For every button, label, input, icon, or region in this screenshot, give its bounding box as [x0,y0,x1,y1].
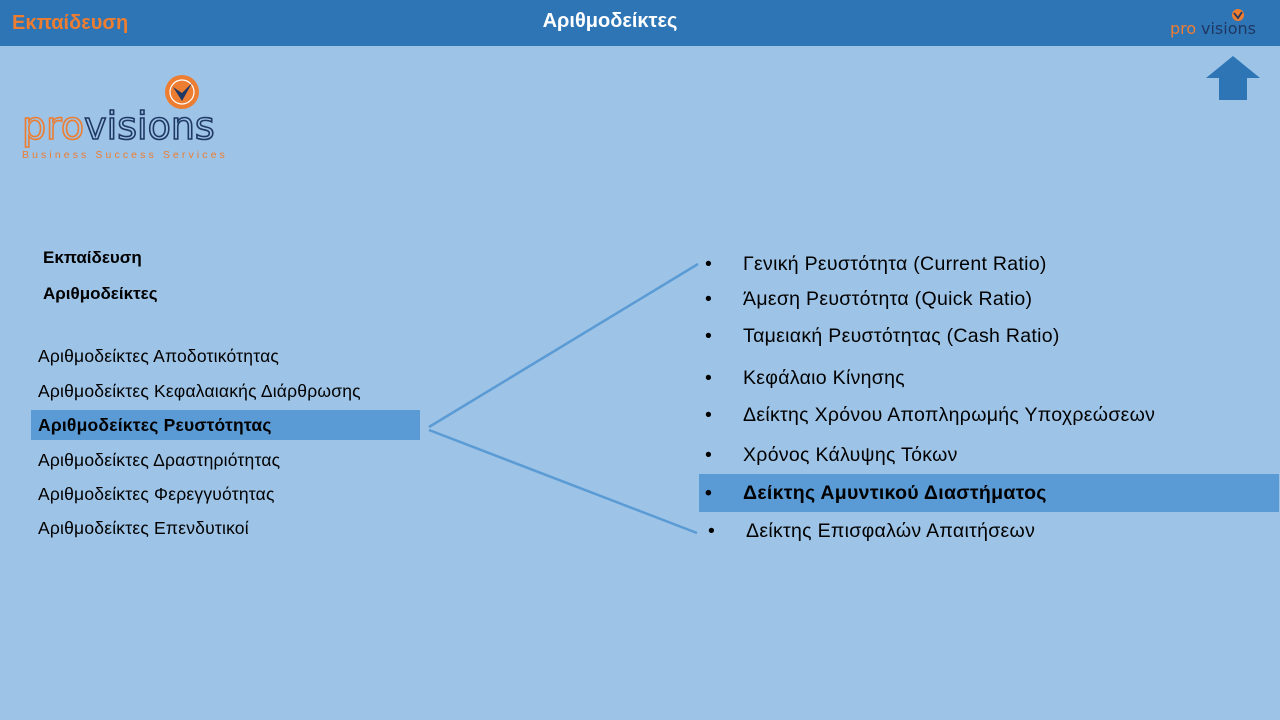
category-item-profitability[interactable]: Αριθμοδείκτες Αποδοτικότητας [38,346,280,366]
ratio-label: Ταμειακή Ρευστότητας (Cash Ratio) [743,325,1060,347]
bullet-icon: • [705,288,713,310]
logo-wordmark: provisions [21,104,215,148]
ratio-label: Γενική Ρευστότητα (Current Ratio) [743,253,1047,275]
ratio-label: Άμεση Ρευστότητα (Quick Ratio) [743,288,1033,310]
bullet-icon: • [705,253,713,275]
logo-tagline: Business Success Services [22,149,228,161]
category-item-investment[interactable]: Αριθμοδείκτες Επενδυτικοί [38,518,249,538]
bullet-icon: • [705,444,713,466]
breadcrumb-level2[interactable]: Αριθμοδείκτες [43,284,158,303]
ratio-label: Χρόνος Κάλυψης Τόκων [743,444,958,466]
breadcrumb-level1[interactable]: Εκπαίδευση [43,248,142,267]
category-item-activity[interactable]: Αριθμοδείκτες Δραστηριότητας [38,450,281,470]
category-item-liquidity[interactable]: Αριθμοδείκτες Ρευστότητας [31,410,420,440]
ratio-label: Δείκτης Αμυντικού Διαστήματος [743,482,1047,504]
logo-pro: pro [21,104,85,148]
ratio-label: Δείκτης Χρόνου Αποπληρωμής Υποχρεώσεων [743,404,1156,426]
ratio-item-working-capital[interactable]: • Κεφάλαιο Κίνησης [699,359,1279,397]
header-logo: pro visions [1170,9,1256,38]
ratio-item-defensive-interval[interactable]: • Δείκτης Αμυντικού Διαστήματος [699,474,1279,512]
up-arrow-icon[interactable] [1206,56,1260,100]
logo-visions: visions [83,104,215,148]
provisions-logo: provisions Business Success Services [18,74,268,166]
ratio-item-payables-period[interactable]: • Δείκτης Χρόνου Αποπληρωμής Υποχρεώσεων [699,396,1279,434]
category-item-capital-structure[interactable]: Αριθμοδείκτες Κεφαλαιακής Διάρθρωσης [38,381,361,401]
bullet-icon: • [705,404,713,426]
category-item-solvency[interactable]: Αριθμοδείκτες Φερεγγυότητας [38,484,275,504]
bullet-icon: • [708,520,716,542]
header-logo-pro: pro [1170,19,1196,38]
top-bar: Εκπαίδευση Αριθμοδείκτες pro visions [0,0,1280,46]
ratio-label: Δείκτης Επισφαλών Απαιτήσεων [746,520,1036,542]
ratio-label: Κεφάλαιο Κίνησης [743,367,905,389]
ratio-item-quick-ratio[interactable]: • Άμεση Ρευστότητα (Quick Ratio) [699,280,1279,318]
bullet-icon: • [705,325,713,347]
page-title: Αριθμοδείκτες [542,10,678,32]
ratio-item-current-ratio[interactable]: • Γενική Ρευστότητα (Current Ratio) [699,245,1279,283]
bullet-icon: • [705,482,713,504]
provisions-v-icon [165,75,199,109]
header-section-link[interactable]: Εκπαίδευση [12,12,129,34]
header-logo-visions: visions [1201,19,1256,38]
bullet-icon: • [705,367,713,389]
ratio-item-doubtful-receivables[interactable]: • Δείκτης Επισφαλών Απαιτήσεων [699,512,1279,550]
ratio-item-cash-ratio[interactable]: • Ταμειακή Ρευστότητας (Cash Ratio) [699,317,1279,355]
ratio-item-interest-coverage[interactable]: • Χρόνος Κάλυψης Τόκων [699,436,1279,474]
